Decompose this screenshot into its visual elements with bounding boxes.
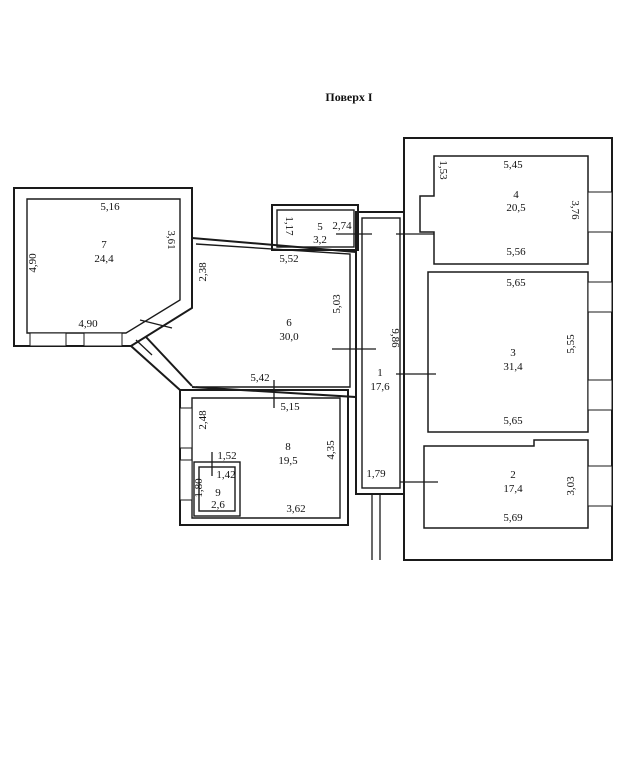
dim-r4-right: 3,76 <box>569 200 581 220</box>
room-3 <box>427 271 613 433</box>
room-1-number: 1 <box>377 367 383 379</box>
floor-title: Поверх І <box>325 90 373 104</box>
room-9 <box>193 452 241 517</box>
dim-r3-top: 5,65 <box>506 277 526 289</box>
dim-r4-left: 1,53 <box>437 160 449 180</box>
room-8-area: 19,5 <box>278 455 298 467</box>
dim-r8-right: 4,35 <box>325 440 337 460</box>
dim-r5-top: 2,74 <box>332 220 352 232</box>
dim-r4-bottom: 5,56 <box>506 246 526 258</box>
room-8 <box>179 380 349 526</box>
dim-corridor-length: 9,86 <box>389 328 401 348</box>
dim-r7-right: 3,61 <box>165 230 177 249</box>
diagonal-wall <box>130 319 193 391</box>
room-3-number: 3 <box>510 347 516 359</box>
room-7-area: 24,4 <box>94 253 114 265</box>
room-4 <box>419 155 613 265</box>
dim-r8-left: 2,48 <box>197 410 209 430</box>
room-4-number: 4 <box>513 189 519 201</box>
room-8-number: 8 <box>285 441 291 453</box>
right-block <box>403 137 613 561</box>
room-5-area: 3,2 <box>313 234 327 246</box>
room-6-number: 6 <box>286 317 292 329</box>
dim-r6-top: 5,52 <box>279 253 298 265</box>
room-7-number: 7 <box>101 239 107 251</box>
room-9-number: 9 <box>215 487 221 499</box>
dim-r7-top: 5,16 <box>100 201 120 213</box>
room-2 <box>423 439 613 529</box>
dim-r7-bottom: 4,90 <box>78 318 98 330</box>
room-5-number: 5 <box>317 221 323 233</box>
room-6-area: 30,0 <box>279 331 299 343</box>
dim-corridor-width: 1,79 <box>366 468 386 480</box>
room-2-number: 2 <box>510 469 516 481</box>
dim-r5-left: 1,17 <box>283 216 295 236</box>
dim-r2-right: 3,03 <box>565 476 577 496</box>
room-5 <box>271 204 372 251</box>
dim-r9-left: 1,80 <box>193 478 205 498</box>
room-7 <box>13 187 193 347</box>
dim-r9-inner: 1,42 <box>216 469 235 481</box>
dim-r6-bottom: 5,42 <box>250 372 269 384</box>
room-4-area: 20,5 <box>506 202 526 214</box>
room-3-area: 31,4 <box>503 361 523 373</box>
room-1-area: 17,6 <box>370 381 390 393</box>
dim-r8-bottom: 3,62 <box>286 503 305 515</box>
dim-r4-top: 5,45 <box>503 159 523 171</box>
room-2-area: 17,4 <box>503 483 523 495</box>
dim-r8-top: 5,15 <box>280 401 300 413</box>
dim-r6-right: 5,03 <box>331 294 343 314</box>
dim-r9-top: 1,52 <box>217 450 236 462</box>
dim-r3-bottom: 5,65 <box>503 415 523 427</box>
dim-r6-left: 2,38 <box>197 262 209 282</box>
dim-r7-left: 4,90 <box>27 253 39 273</box>
dim-r3-right: 5,55 <box>565 334 577 354</box>
room-1-corridor <box>355 211 438 560</box>
room-9-area: 2,6 <box>211 499 225 511</box>
dim-r2-bottom: 5,69 <box>503 512 523 524</box>
